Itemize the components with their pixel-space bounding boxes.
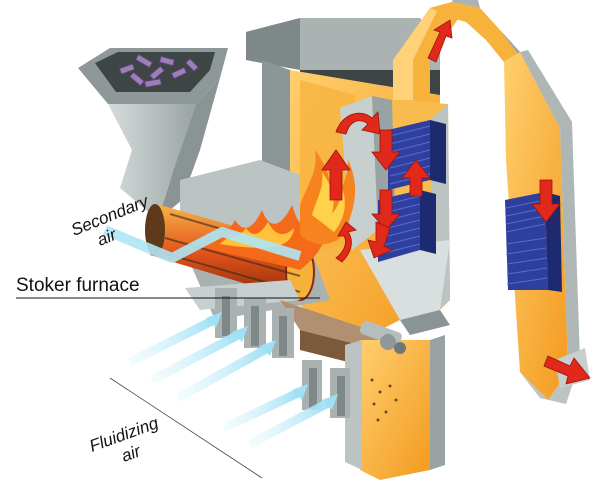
label-stoker-furnace: Stoker furnace <box>16 275 320 299</box>
fuel-chunks-icon <box>118 53 200 88</box>
air-stream-icon <box>103 225 338 448</box>
label-fluidizing-air: Fluidizing air <box>87 377 263 479</box>
red-flow-arrow-icon <box>321 19 591 385</box>
stoker-furnace-label: Stoker furnace <box>16 275 140 296</box>
burner-nozzle-icon <box>359 320 406 354</box>
fluidizing-air-leader-line <box>109 377 263 479</box>
fuel-hopper <box>78 48 228 220</box>
